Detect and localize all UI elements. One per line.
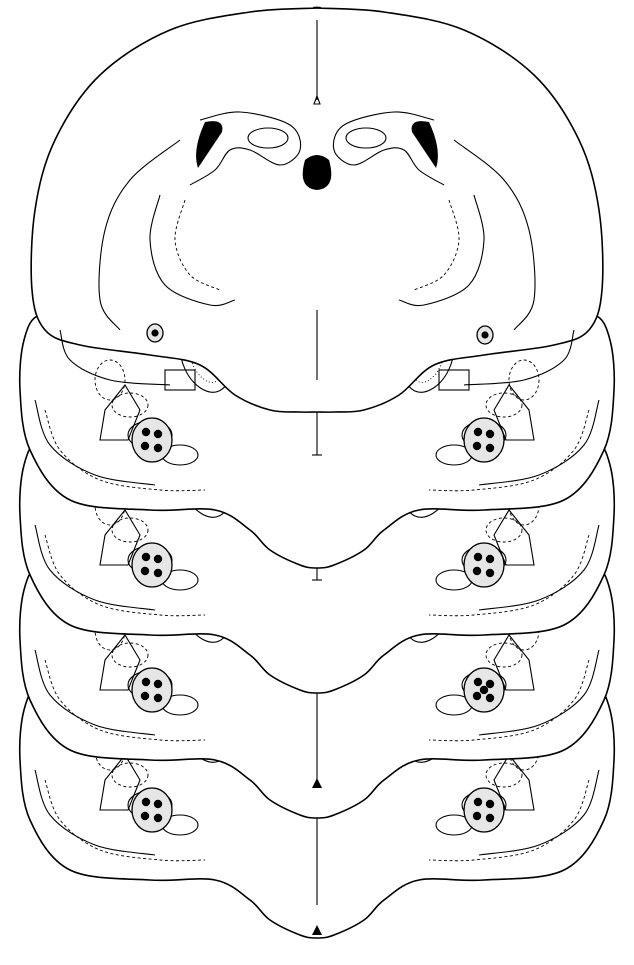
lesion-dot-left (154, 694, 162, 702)
lesion-right (464, 418, 504, 462)
lesion-dot-right (486, 569, 494, 577)
lesion-dot-right (486, 694, 494, 702)
lesion-dot-right (473, 692, 481, 700)
lesion-dot-left (141, 812, 149, 820)
lesion-dot-left (142, 678, 150, 686)
lesion-dot-left (141, 442, 149, 450)
third-ventricle (303, 155, 332, 190)
lesion-dot-left (151, 329, 158, 336)
lesion-dot-right (474, 798, 482, 806)
lesion-dot-left (142, 428, 150, 436)
lesion-dot-left (154, 555, 162, 563)
lesion-left (132, 788, 172, 832)
lesion-dot-left (142, 798, 150, 806)
lesion-left (132, 543, 172, 587)
lesion-dot-left (154, 430, 162, 438)
lesion-dot-right (486, 444, 494, 452)
lesion-dot-right (474, 428, 482, 436)
lesion-dot-left (154, 800, 162, 808)
coronal-sections (20, 7, 615, 938)
lesion-dot-right (486, 555, 494, 563)
lesion-dot-right (473, 442, 481, 450)
lesion-dot-left (154, 814, 162, 822)
lesion-right (464, 543, 504, 587)
lesion-dot-left (154, 569, 162, 577)
lesion-right (464, 788, 504, 832)
lesion-dot-right (480, 686, 488, 694)
section-level-1 (31, 7, 603, 412)
lesion-dot-left (154, 444, 162, 452)
lesion-left (132, 418, 172, 462)
lesion-dot-left (141, 567, 149, 575)
lesion-dot-right (486, 814, 494, 822)
lesion-dot-right (474, 678, 482, 686)
lesion-dot-right (486, 430, 494, 438)
lesion-dot-left (154, 680, 162, 688)
lesion-dot-left (142, 553, 150, 561)
lesion-dot-right (486, 800, 494, 808)
lesion-dot-right (474, 553, 482, 561)
lesion-left (132, 668, 172, 712)
lesion-dot-left (141, 692, 149, 700)
lesion-dot-right (486, 680, 494, 688)
lesion-dot-right (481, 331, 488, 338)
lesion-dot-right (473, 567, 481, 575)
lesion-dot-right (473, 812, 481, 820)
